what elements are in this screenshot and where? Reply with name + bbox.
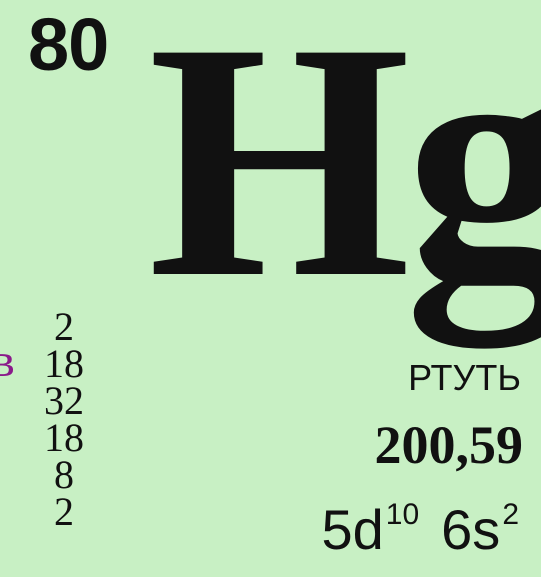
atomic-mass: 200,59 <box>374 415 524 475</box>
edge-letter: в <box>0 334 15 387</box>
electron-shells: 2 18 32 18 8 2 <box>34 304 94 534</box>
electron-shell: 2 <box>54 489 74 534</box>
electron-shell: 18 <box>44 341 84 386</box>
orbital-label: 6s <box>441 498 501 561</box>
electron-shell: 8 <box>54 452 74 497</box>
element-symbol: Hg <box>148 0 541 348</box>
electron-shell: 18 <box>44 415 84 460</box>
orbital-electrons: 10 <box>385 498 420 531</box>
orbital-electrons: 2 <box>502 498 519 531</box>
electron-shell: 32 <box>44 378 84 423</box>
orbital-label: 5d <box>321 498 384 561</box>
electron-shell: 2 <box>54 304 74 349</box>
element-name: РТУТЬ <box>408 357 521 398</box>
atomic-number: 80 <box>28 3 109 86</box>
